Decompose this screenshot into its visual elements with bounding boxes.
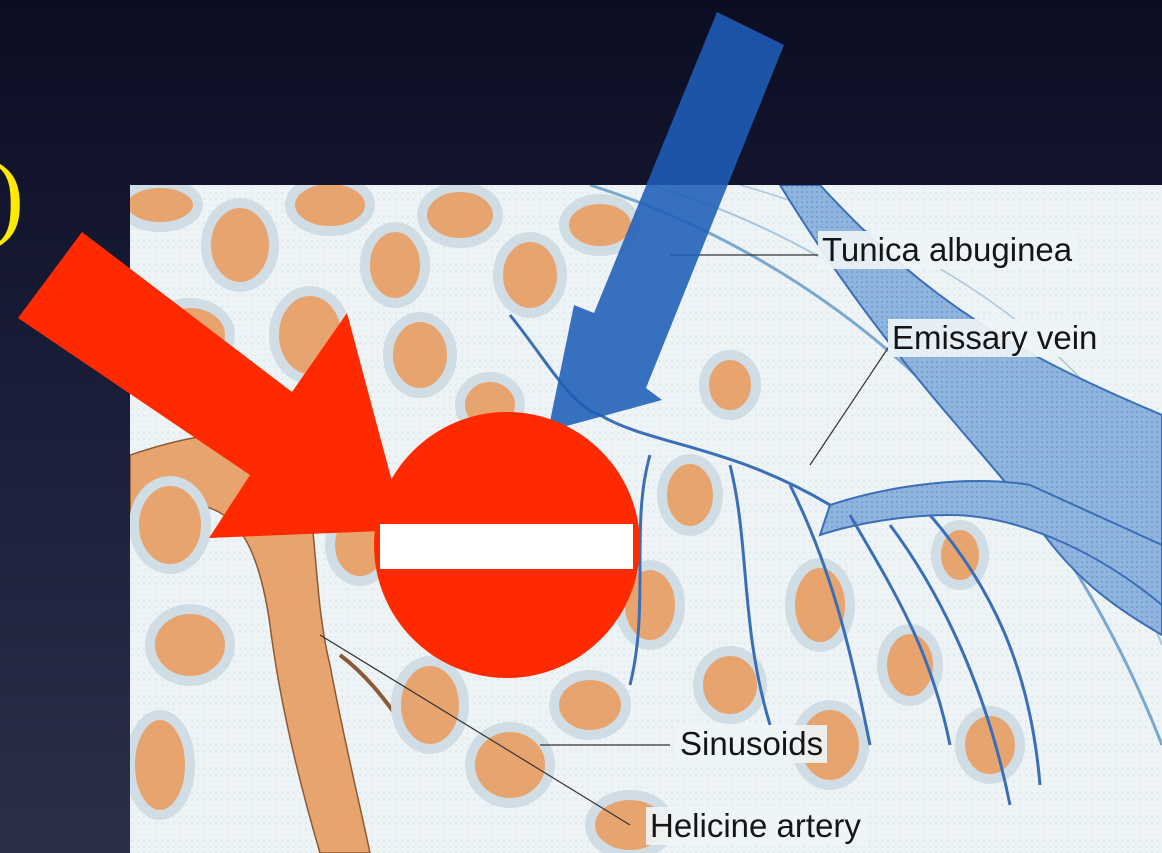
blue-arrow: [548, 12, 784, 431]
red-arrow: [18, 232, 405, 538]
no-entry-icon: [374, 412, 640, 678]
